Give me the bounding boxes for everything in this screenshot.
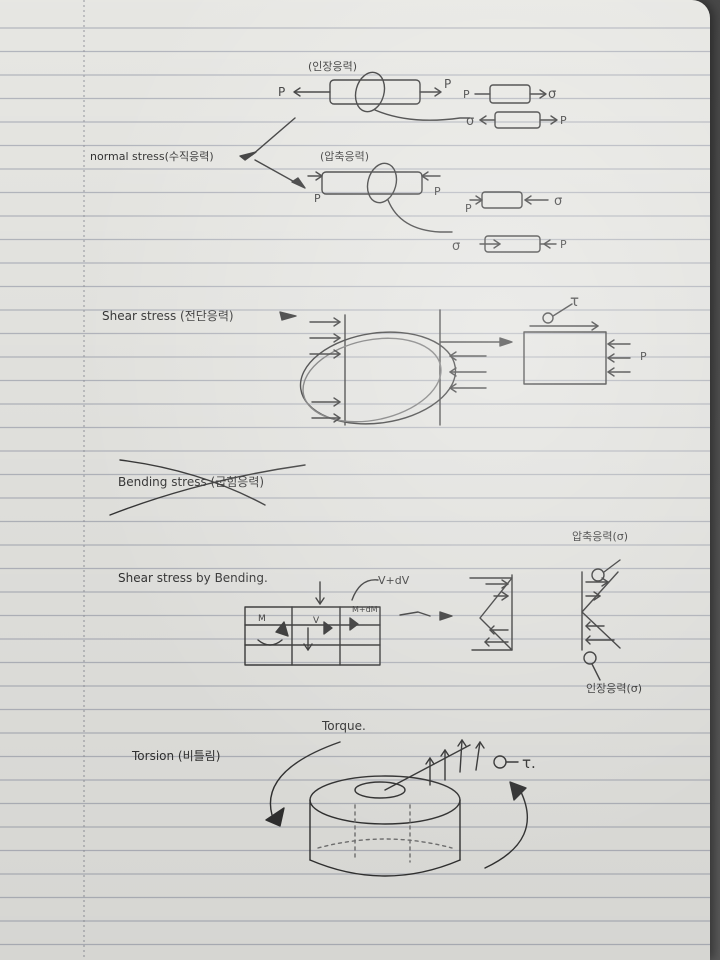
bending-stress-profile bbox=[581, 559, 621, 681]
compression-piece-load-2: P bbox=[560, 238, 567, 251]
handwritten-text: (인장응력) P P P σ σ P normal stress(수직응력) (… bbox=[90, 60, 647, 772]
shear-increment-label: V+dV bbox=[378, 574, 410, 587]
tension-load-left: P bbox=[278, 85, 285, 99]
shear-stress-heading: Shear stress (전단응력) bbox=[102, 309, 234, 323]
shear-by-bending-heading: Shear stress by Bending. bbox=[118, 571, 268, 585]
shear-label: V bbox=[313, 616, 320, 626]
compression-piece-load: P bbox=[465, 202, 472, 215]
tensile-stress-label: 인장응력(σ) bbox=[586, 682, 642, 695]
tension-label: (인장응력) bbox=[308, 60, 357, 73]
shear-diagram bbox=[279, 303, 631, 426]
pencil-drawings bbox=[109, 71, 631, 877]
compression-load-left: P bbox=[314, 192, 321, 205]
shear-arrows-right bbox=[449, 351, 487, 393]
beam-element-diagram bbox=[244, 579, 453, 666]
compression-stress-left: σ bbox=[452, 239, 460, 254]
tension-stress-left: σ bbox=[466, 114, 474, 129]
tension-load-right: P bbox=[444, 77, 451, 91]
compression-load-right: P bbox=[434, 185, 441, 198]
compression-label: (압축응력) bbox=[320, 150, 369, 163]
normal-stress-heading: normal stress(수직응력) bbox=[90, 150, 214, 163]
torsion-heading: Torsion (비틀림) bbox=[131, 749, 220, 763]
linear-stress-profile bbox=[469, 574, 513, 651]
torsion-stress-symbol: τ. bbox=[522, 754, 536, 772]
branch-line-up bbox=[251, 117, 296, 156]
compressive-stress-label: 압축응력(σ) bbox=[572, 530, 628, 543]
shear-stress-symbol: τ bbox=[570, 292, 579, 310]
tension-stress-right: σ bbox=[548, 87, 556, 102]
tension-piece-load-2: P bbox=[560, 114, 567, 127]
bending-stress-heading: Bending stress (굽힘응력) bbox=[118, 475, 264, 489]
torque-label: Torque. bbox=[321, 719, 366, 733]
shear-arrows-left bbox=[309, 317, 341, 423]
moment-label: M bbox=[258, 614, 266, 624]
tension-diagram bbox=[293, 71, 558, 129]
compression-stress-right: σ bbox=[554, 194, 562, 209]
moment-increment-label: M+dM bbox=[352, 605, 378, 614]
compression-diagram bbox=[307, 162, 557, 253]
shear-load-label: P bbox=[640, 350, 647, 363]
tension-piece-load: P bbox=[463, 88, 470, 101]
torsion-diagram bbox=[265, 739, 529, 877]
cross-out-mark bbox=[109, 459, 306, 516]
ruled-lines bbox=[0, 27, 710, 946]
